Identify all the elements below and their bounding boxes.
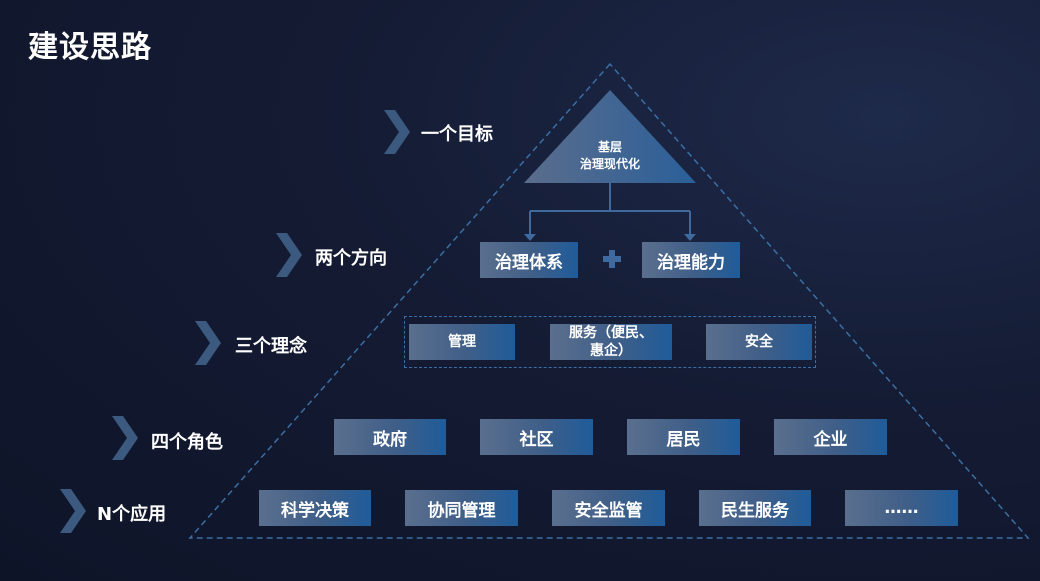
concept-service-line-1: 服务（便民、: [569, 325, 653, 341]
page-title: 建设思路: [28, 30, 152, 65]
chevron-right-icon: [60, 489, 86, 533]
concept-box-management: 管理: [409, 324, 515, 360]
level-label-roles: 四个角色: [151, 432, 223, 453]
concept-box-safety: 安全: [706, 324, 812, 360]
pyramid-outline: [188, 62, 1030, 539]
role-box-community: 社区: [480, 419, 593, 455]
apex-triangle: [524, 90, 696, 183]
concepts-group: [404, 316, 816, 368]
level-label-goal: 一个目标: [421, 124, 493, 145]
apex-line-1: 基层: [597, 140, 622, 154]
app-box-safety-supervision: 安全监管: [552, 490, 665, 526]
role-box-residents: 居民: [627, 419, 740, 455]
level-label-directions: 两个方向: [315, 248, 387, 269]
chevron-right-icon: [384, 110, 410, 154]
branch-connector: [529, 183, 691, 236]
concept-box-service: 服务（便民、 惠企）: [550, 324, 672, 360]
direction-box-system: 治理体系: [480, 242, 578, 278]
plus-icon: [603, 250, 621, 268]
chevron-right-icon: [276, 233, 302, 277]
level-label-concepts: 三个理念: [235, 336, 307, 357]
chevron-right-icon: [195, 321, 221, 365]
role-box-enterprise: 企业: [774, 419, 887, 455]
apex-line-2: 治理现代化: [579, 157, 640, 171]
arrow-head-left: [524, 234, 536, 241]
app-box-collaboration: 协同管理: [405, 490, 518, 526]
apex-goal-text: 基层 治理现代化: [540, 139, 680, 173]
role-box-government: 政府: [334, 419, 446, 455]
level-label-applications: N个应用: [97, 504, 167, 525]
app-box-livelihood: 民生服务: [699, 490, 811, 526]
direction-box-capability: 治理能力: [642, 242, 740, 278]
app-box-more: ……: [845, 490, 958, 526]
concept-service-line-2: 惠企）: [590, 343, 632, 359]
app-box-decision: 科学决策: [259, 490, 371, 526]
chevron-right-icon: [112, 416, 138, 460]
arrow-head-right: [684, 234, 696, 241]
